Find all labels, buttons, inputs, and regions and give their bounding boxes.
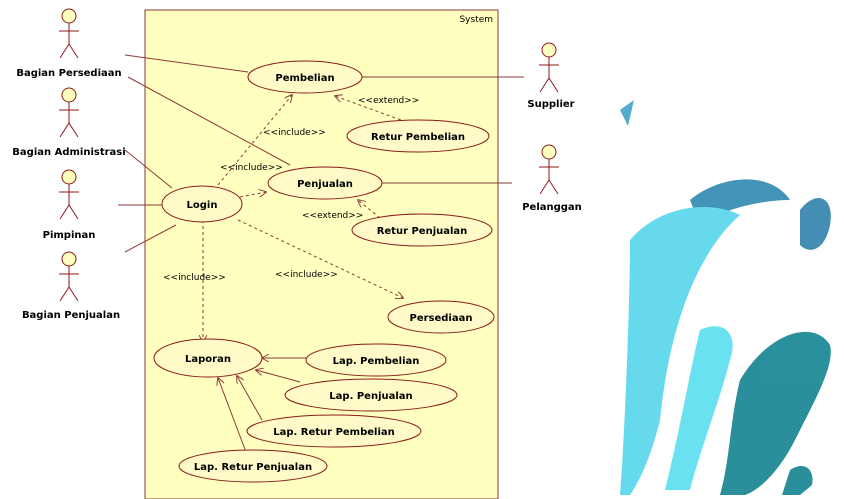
use-case-pembelian[interactable]: Pembelian bbox=[247, 60, 363, 94]
actor-bagian-administrasi-label: Bagian Administrasi bbox=[12, 147, 125, 158]
associations bbox=[118, 54, 524, 253]
actor-figure-icon bbox=[59, 251, 79, 302]
watermark-logo bbox=[620, 100, 831, 495]
actor-figure-icon bbox=[539, 144, 559, 195]
generalizations bbox=[218, 358, 306, 453]
assoc-persediaan-pembelian bbox=[124, 54, 249, 73]
actor-pimpinan-label: Pimpinan bbox=[43, 230, 96, 241]
use-case-lap-retur-pembelian[interactable]: Lap. Retur Pembelian bbox=[246, 414, 422, 448]
actor-supplier-label: Supplier bbox=[527, 99, 574, 110]
lap-retur-penjualan-arrow bbox=[218, 378, 247, 453]
actor-figure-icon bbox=[59, 87, 79, 138]
stereotype-labels: <<extend>> <<include>> <<include>> <<ext… bbox=[163, 96, 419, 283]
actor-bagian-persediaan-label: Bagian Persediaan bbox=[16, 68, 121, 79]
use-case-login[interactable]: Login bbox=[161, 185, 243, 223]
lap-penjualan-arrow bbox=[256, 370, 301, 383]
system-title: System bbox=[459, 15, 493, 25]
assoc-persediaan-penjualan bbox=[127, 76, 291, 166]
actor-bagian-persediaan[interactable]: Bagian Persediaan bbox=[16, 8, 122, 79]
actor-figure-icon bbox=[59, 169, 79, 220]
extend-label-pembelian: <<extend>> bbox=[358, 96, 419, 106]
lap-retur-pembelian-arrow bbox=[237, 376, 263, 421]
use-case-retur-penjualan[interactable]: Retur Penjualan bbox=[351, 213, 493, 247]
actor-bagian-penjualan-label: Bagian Penjualan bbox=[22, 310, 120, 321]
use-case-login-label: Login bbox=[187, 200, 218, 211]
include-penjualan-arrow bbox=[239, 192, 266, 198]
use-case-lap-penjualan-label: Lap. Penjualan bbox=[329, 391, 412, 402]
use-case-persediaan[interactable]: Persediaan bbox=[387, 300, 495, 334]
use-case-retur-pembelian[interactable]: Retur Pembelian bbox=[346, 119, 490, 153]
include-label-persediaan: <<include>> bbox=[275, 270, 338, 280]
use-case-laporan[interactable]: Laporan bbox=[153, 338, 263, 378]
include-label-laporan: <<include>> bbox=[163, 273, 226, 283]
assoc-penjualan-login bbox=[124, 224, 177, 253]
use-case-lap-penjualan[interactable]: Lap. Penjualan bbox=[284, 378, 458, 412]
use-case-lap-retur-penjualan-label: Lap. Retur Penjualan bbox=[194, 462, 312, 473]
extend-label-penjualan: <<extend>> bbox=[302, 211, 363, 221]
extend-pembelian-arrow bbox=[335, 96, 413, 125]
include-label-penjualan: <<include>> bbox=[220, 163, 283, 173]
dependencies bbox=[203, 95, 413, 342]
use-case-lap-pembelian[interactable]: Lap. Pembelian bbox=[305, 343, 447, 377]
include-label-pembelian: <<include>> bbox=[263, 128, 326, 138]
assoc-administrasi-login bbox=[124, 149, 173, 189]
actor-pimpinan[interactable]: Pimpinan bbox=[43, 169, 96, 241]
use-case-lap-retur-penjualan[interactable]: Lap. Retur Penjualan bbox=[178, 449, 328, 483]
actor-bagian-penjualan[interactable]: Bagian Penjualan bbox=[22, 251, 120, 321]
actor-pelanggan[interactable]: Pelanggan bbox=[522, 144, 582, 213]
actor-supplier[interactable]: Supplier bbox=[527, 42, 575, 110]
use-case-retur-pembelian-label: Retur Pembelian bbox=[371, 132, 465, 143]
actor-pelanggan-label: Pelanggan bbox=[522, 202, 582, 213]
actor-figure-icon bbox=[59, 8, 79, 59]
use-case-penjualan[interactable]: Penjualan bbox=[267, 166, 383, 200]
include-pembelian-arrow bbox=[217, 95, 292, 186]
use-case-persediaan-label: Persediaan bbox=[410, 313, 473, 324]
extend-penjualan-arrow bbox=[358, 200, 381, 219]
actor-figure-icon bbox=[539, 42, 559, 93]
include-persediaan-arrow bbox=[237, 219, 403, 298]
use-case-pembelian-label: Pembelian bbox=[275, 73, 334, 84]
use-case-lap-retur-pembelian-label: Lap. Retur Pembelian bbox=[273, 427, 395, 438]
use-case-laporan-label: Laporan bbox=[185, 354, 231, 365]
use-case-lap-pembelian-label: Lap. Pembelian bbox=[333, 356, 420, 367]
actor-bagian-administrasi[interactable]: Bagian Administrasi bbox=[12, 87, 126, 158]
use-case-retur-penjualan-label: Retur Penjualan bbox=[377, 226, 468, 237]
use-case-penjualan-label: Penjualan bbox=[297, 179, 353, 190]
